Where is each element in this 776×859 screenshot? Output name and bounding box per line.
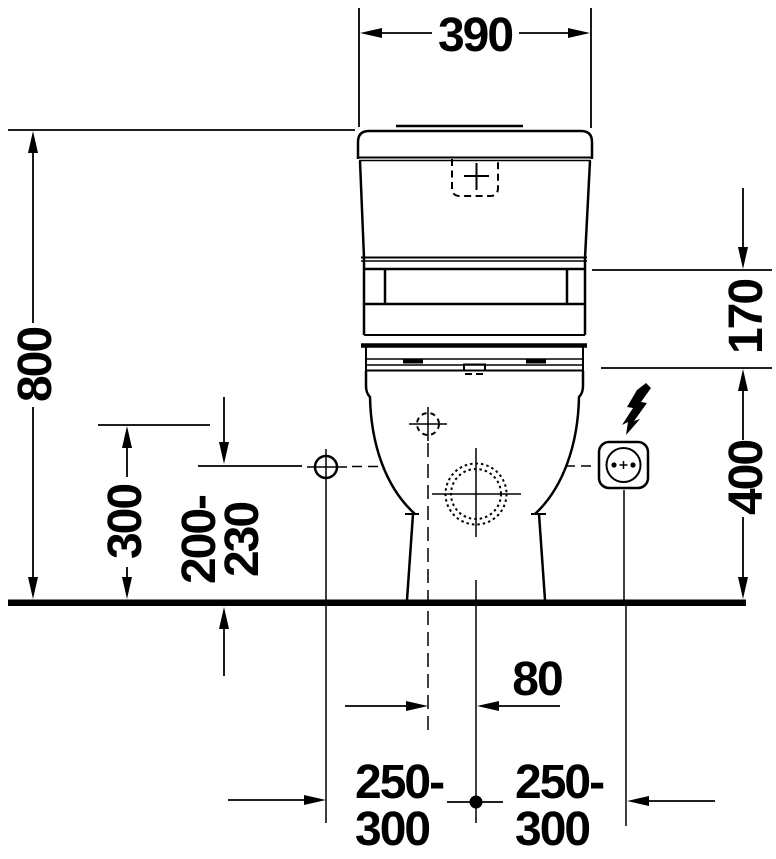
socket-face	[605, 447, 642, 483]
arrowhead-up-400	[738, 369, 748, 391]
pedestal-right-side	[537, 513, 547, 601]
dim-left-offset: 250-300	[228, 756, 446, 856]
dim-label-left-250-300: 250-300	[355, 756, 444, 856]
dim-label-800: 800	[9, 328, 62, 402]
arrowhead-down-400	[738, 577, 748, 599]
dim-supply-height: 300	[98, 424, 210, 599]
arrowhead-down-170	[738, 247, 748, 269]
socket-plate	[597, 440, 650, 490]
arrowhead-down	[219, 442, 229, 464]
dim-label-400: 400	[720, 441, 773, 515]
dim-outlet-offset: 80	[345, 653, 564, 711]
arrowhead-left	[477, 701, 499, 711]
floor-line	[8, 599, 746, 606]
flush-button-dashed	[451, 159, 499, 197]
lightning-bolt-icon	[622, 383, 651, 435]
socket-pin-right	[630, 462, 636, 468]
connection-symbols	[307, 383, 651, 826]
seat-buffer-right	[526, 358, 546, 364]
arrowhead-down	[122, 577, 132, 599]
arrowhead-right	[304, 795, 326, 805]
cistern-lid	[356, 129, 594, 159]
cistern-right-side	[583, 160, 592, 259]
dim-label-390: 390	[438, 9, 512, 62]
pedestal-left-side	[405, 513, 415, 601]
bowl-right-curve	[534, 371, 585, 515]
dim-label-line1: 200-	[173, 495, 226, 584]
center-reference-mark	[447, 795, 503, 809]
toilet-outline	[356, 124, 594, 601]
dim-right-offset: 250-300	[515, 756, 715, 856]
arrowhead-down	[28, 577, 38, 599]
dim-label-line2: 230	[216, 503, 269, 577]
arrowhead-right	[406, 701, 428, 711]
arrowhead-left	[627, 796, 649, 806]
dim-label-line2: 300	[515, 803, 589, 856]
dim-label-300: 300	[99, 485, 152, 559]
arrowhead-right	[568, 28, 590, 38]
dim-label-200-230: 200-230	[173, 495, 269, 584]
arrowhead-up	[219, 607, 229, 629]
cistern-left-side	[358, 160, 366, 259]
arrowhead-left	[360, 28, 382, 38]
dim-top-width: 390	[358, 8, 592, 128]
arrowhead-up	[28, 131, 38, 153]
dim-label-line1: 250-	[515, 756, 604, 809]
dim-overall-height: 800	[8, 129, 355, 599]
center-dot	[469, 795, 483, 809]
dim-label-80: 80	[512, 653, 562, 706]
dim-right-chain: 170 400	[592, 188, 773, 599]
dim-label-line2: 300	[355, 803, 429, 856]
bowl-left-curve	[364, 371, 416, 515]
arrowhead-up	[122, 426, 132, 448]
socket-pin-left	[611, 462, 617, 468]
dim-supply-height-range: 200-230	[173, 397, 302, 676]
dim-label-line1: 250-	[355, 756, 444, 809]
center-fitting	[463, 363, 486, 371]
power-socket-icon	[597, 440, 650, 490]
seat-buffer-left	[403, 358, 423, 364]
dim-label-170: 170	[720, 280, 773, 354]
dim-label-right-250-300: 250-300	[515, 756, 604, 856]
